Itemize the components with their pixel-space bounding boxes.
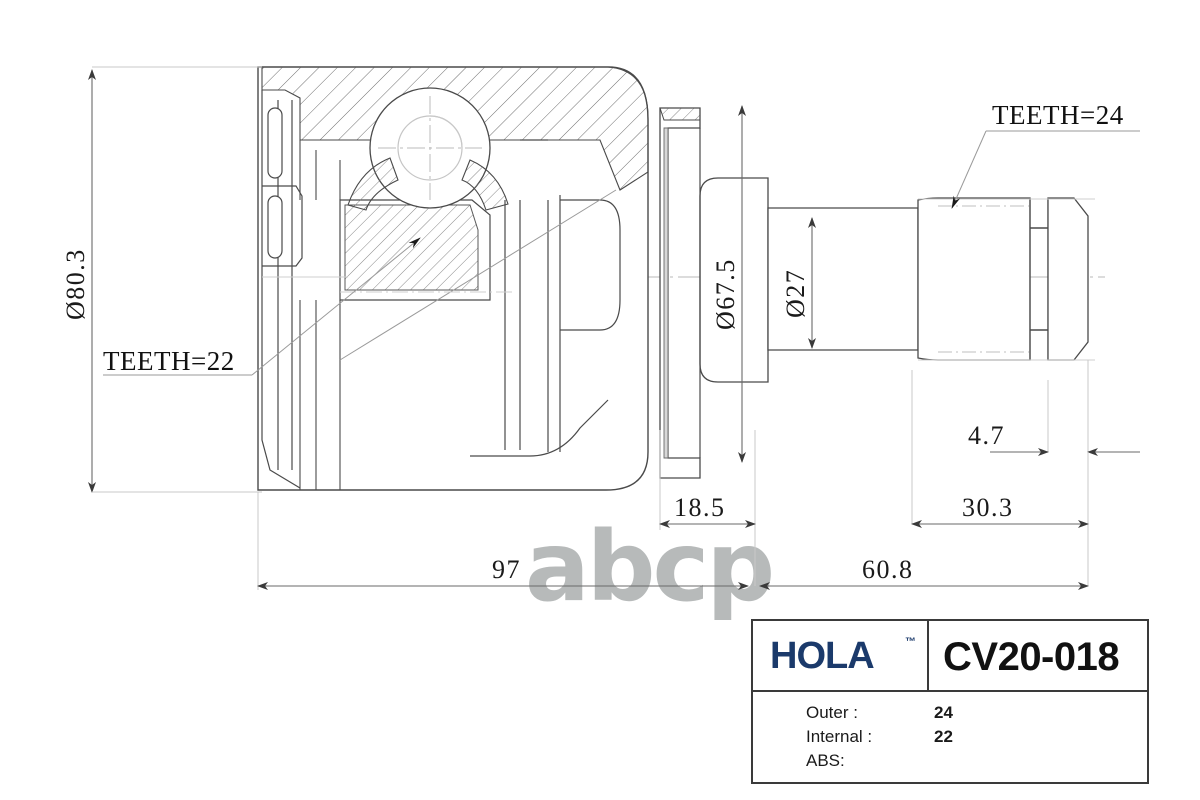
brand-logo-group: HOLA ™ [770, 635, 916, 677]
title-block: HOLA ™ CV20-018 Outer : 24 Internal : 22… [751, 619, 1149, 784]
seal-oring-lower [267, 195, 283, 259]
watermark: abcp [525, 511, 775, 623]
dim-text-flange-length: 18.5 [674, 493, 726, 522]
dimension-groove-width: 4.7 [968, 360, 1140, 456]
dim-text-shaft-length: 30.3 [962, 493, 1014, 522]
dim-text-shaft-diameter: Ø27 [781, 269, 810, 318]
spec-label-internal: Internal : [806, 727, 872, 746]
shaft-spline-section [917, 197, 1031, 361]
dim-text-flange-diameter: Ø67.5 [711, 258, 740, 330]
cage-right-finger [461, 159, 509, 211]
dimension-shaft-diameter: Ø27 [781, 217, 816, 349]
seal-outer-wall [261, 90, 301, 489]
spec-value-outer: 24 [934, 703, 953, 722]
inner-race-hatch [344, 204, 479, 291]
part-number: CV20-018 [943, 635, 1119, 679]
dimension-flange-diameter: Ø67.5 [711, 105, 746, 463]
housing-inner-chamber [504, 139, 621, 452]
cage-left-finger [347, 157, 399, 211]
brand-logo-text: HOLA [770, 635, 874, 677]
dimension-shaft-length: 30.3 [911, 370, 1089, 586]
teeth-22-label: TEETH=22 [103, 346, 235, 376]
trademark-icon: ™ [905, 636, 916, 648]
dimension-outer-diameter: Ø80.3 [61, 66, 262, 493]
hub-interior-lines [299, 140, 341, 490]
ball-bearing-arc [429, 115, 463, 149]
internal-reference-line [339, 189, 617, 361]
body-bottom-chamfer [470, 399, 609, 457]
spec-value-internal: 22 [934, 727, 953, 746]
chamber-cavity [560, 199, 621, 331]
dim-text-body-length: 97 [492, 555, 521, 584]
dim-text-outer-diameter: Ø80.3 [61, 248, 90, 320]
flange-web [663, 127, 669, 459]
dimension-right-length: 60.8 [759, 555, 1089, 590]
splined-shaft [767, 197, 1095, 361]
spec-label-outer: Outer : [806, 703, 858, 722]
seal-oring-upper [267, 107, 283, 179]
light-guides [262, 276, 516, 293]
spec-label-abs: ABS: [806, 751, 845, 770]
dim-text-groove-width: 4.7 [968, 421, 1005, 450]
flange-hub [699, 177, 769, 383]
annotation-teeth-outer: TEETH=24 [951, 100, 1140, 209]
shaft-guides [918, 198, 1095, 361]
teeth-22-leader [251, 237, 421, 376]
annotation-teeth-internal: TEETH=22 [103, 237, 421, 376]
flange-hatch-top [659, 107, 701, 121]
watermark-text: abcp [525, 511, 772, 623]
spec-list: Outer : 24 Internal : 22 ABS: [806, 703, 953, 770]
teeth-24-label: TEETH=24 [992, 100, 1124, 130]
teeth-24-leader [951, 130, 987, 209]
dim-text-right-length: 60.8 [862, 555, 914, 584]
seal-step [262, 185, 303, 267]
title-block-border [751, 619, 1149, 784]
seal-lip-group [261, 90, 303, 489]
ball-bearing-group [369, 87, 491, 209]
flange-section [659, 107, 769, 479]
cage-group [347, 157, 509, 211]
dimension-body-length: 97 [257, 492, 749, 590]
cv-joint-housing [257, 66, 649, 491]
dimension-flange-length: 18.5 [659, 430, 756, 586]
shaft-end-cap [1047, 197, 1089, 361]
